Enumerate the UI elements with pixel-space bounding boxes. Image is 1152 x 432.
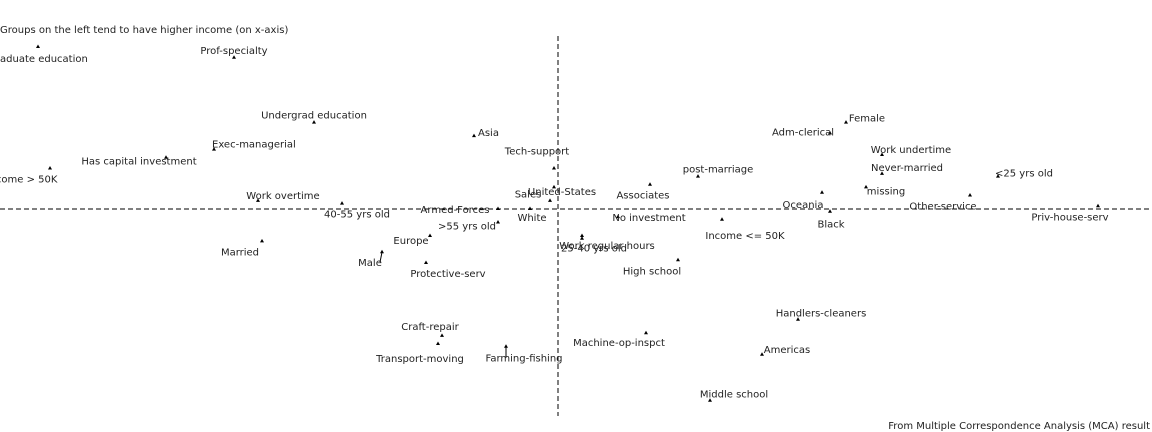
point-armed-forces (496, 206, 500, 210)
point-male (380, 249, 384, 254)
point-label-undergrad-education: Undergrad education (261, 111, 367, 122)
point-priv-house-serv (1096, 203, 1100, 208)
point-40-55-yrs-old (340, 201, 344, 205)
point-oceania (820, 190, 824, 194)
point-handlers-cleaners (796, 317, 800, 321)
point-label-work-regular-hours: Work regular hours (559, 241, 655, 252)
point-other-service (968, 193, 972, 197)
point-label-25-40-yrs-old: 25-40 yrs old (561, 244, 627, 255)
point-white (528, 206, 532, 210)
point-label-priv-house-serv: Priv-house-serv (1031, 212, 1108, 223)
point-label-male: Male (358, 258, 382, 269)
point-label-prof-specialty: Prof-specialty (200, 46, 267, 57)
point-label-other-service: Other-service (909, 202, 976, 213)
chart-caption: From Multiple Correspondence Analysis (M… (888, 421, 1150, 432)
point-protective-serv (424, 260, 428, 264)
point-farming-fishing (504, 344, 508, 348)
point-exec-managerial (212, 147, 216, 151)
point-label-graduate-education: Graduate education (0, 54, 88, 65)
point-transport-moving (436, 341, 440, 345)
point-label-married: Married (221, 247, 259, 258)
point-europe (428, 233, 432, 237)
point-craft-repair (440, 333, 444, 337)
point-label-exec-managerial: Exec-managerial (212, 140, 296, 151)
point-label-middle-school: Middle school (700, 390, 768, 401)
point-label-europe: Europe (393, 236, 428, 247)
point-label-craft-repair: Craft-repair (401, 322, 459, 333)
point-black (828, 209, 832, 213)
point-label-has-capital-investment: Has capital investment (81, 157, 196, 168)
data-marks: Graduate education Prof-specialtyUndergra… (0, 44, 1109, 402)
point-label-40-55-yrs-old: 40-55 yrs old (324, 210, 390, 221)
point-label-55-yrs-old: >55 yrs old (438, 222, 496, 233)
point-no-investment (616, 214, 620, 219)
point-united-states (548, 198, 552, 202)
point-machine-op-inspct (644, 330, 648, 335)
point-work-overtime (256, 198, 260, 202)
point-label-machine-op-inspct: Machine-op-inspct (573, 338, 665, 349)
point-asia (472, 133, 476, 138)
point-has-capital-investment (164, 155, 168, 159)
leader-line-male (379, 252, 383, 263)
point-55-yrs-old (496, 220, 500, 224)
point-label-farming-fishing: Farming-fishing (485, 354, 562, 365)
point-label-adm-clerical: Adm-clerical (772, 127, 834, 138)
point-sales (552, 184, 556, 189)
point-never-married (880, 171, 884, 175)
chart-title: Groups on the left tend to have higher i… (0, 25, 288, 36)
point-label-united-states: United-States (528, 187, 596, 198)
point-label-oceania: Oceania (783, 200, 824, 211)
point-middle-school (708, 398, 712, 402)
point-label-armed-forces: Armed-Forces (421, 205, 490, 216)
point-label-income-50k: Income > 50K (0, 175, 58, 186)
point-graduate-education (36, 44, 40, 48)
point-undergrad-education (312, 120, 316, 124)
point-label-high-school: High school (623, 266, 681, 277)
point-label-sales: Sales (515, 189, 542, 200)
point-work-regular-hours (580, 233, 584, 237)
point-25-yrs-old (996, 174, 1000, 178)
point-label-female: Female (849, 114, 885, 125)
point-married (260, 238, 264, 243)
point-associates (648, 182, 652, 186)
point-label-protective-serv: Protective-serv (410, 269, 485, 280)
point-label-work-overtime: Work overtime (246, 191, 319, 202)
point-label-transport-moving: Transport-moving (375, 354, 464, 365)
point-income-50k (48, 166, 52, 170)
point-prof-specialty (232, 55, 236, 59)
point-label-americas: Americas (764, 345, 810, 356)
point-adm-clerical (828, 130, 832, 135)
point-label-associates: Associates (616, 191, 669, 202)
point-missing (864, 184, 868, 189)
point-label-handlers-cleaners: Handlers-cleaners (776, 309, 867, 320)
point-post-marriage (696, 174, 700, 178)
point-label-missing: missing (867, 186, 905, 197)
point-female (844, 120, 848, 124)
point-label-work-undertime: Work undertime (871, 145, 951, 156)
point-label-25-yrs-old: <25 yrs old (995, 169, 1053, 180)
point-25-40-yrs-old (580, 236, 584, 240)
point-tech-support (552, 166, 556, 170)
point-label-white: White (517, 213, 546, 224)
point-label-income-50k: Income <= 50K (705, 231, 785, 242)
point-label-never-married: Never-married (871, 163, 943, 174)
point-work-undertime (880, 152, 884, 156)
point-americas (760, 352, 764, 356)
point-label-tech-support: Tech-support (504, 147, 569, 158)
point-income-50k (720, 217, 724, 221)
point-label-black: Black (817, 220, 844, 231)
point-label-asia: Asia (478, 128, 499, 139)
point-high-school (676, 257, 680, 262)
point-label-post-marriage: post-marriage (683, 165, 754, 176)
point-label-no-investment: No investment (612, 213, 685, 224)
